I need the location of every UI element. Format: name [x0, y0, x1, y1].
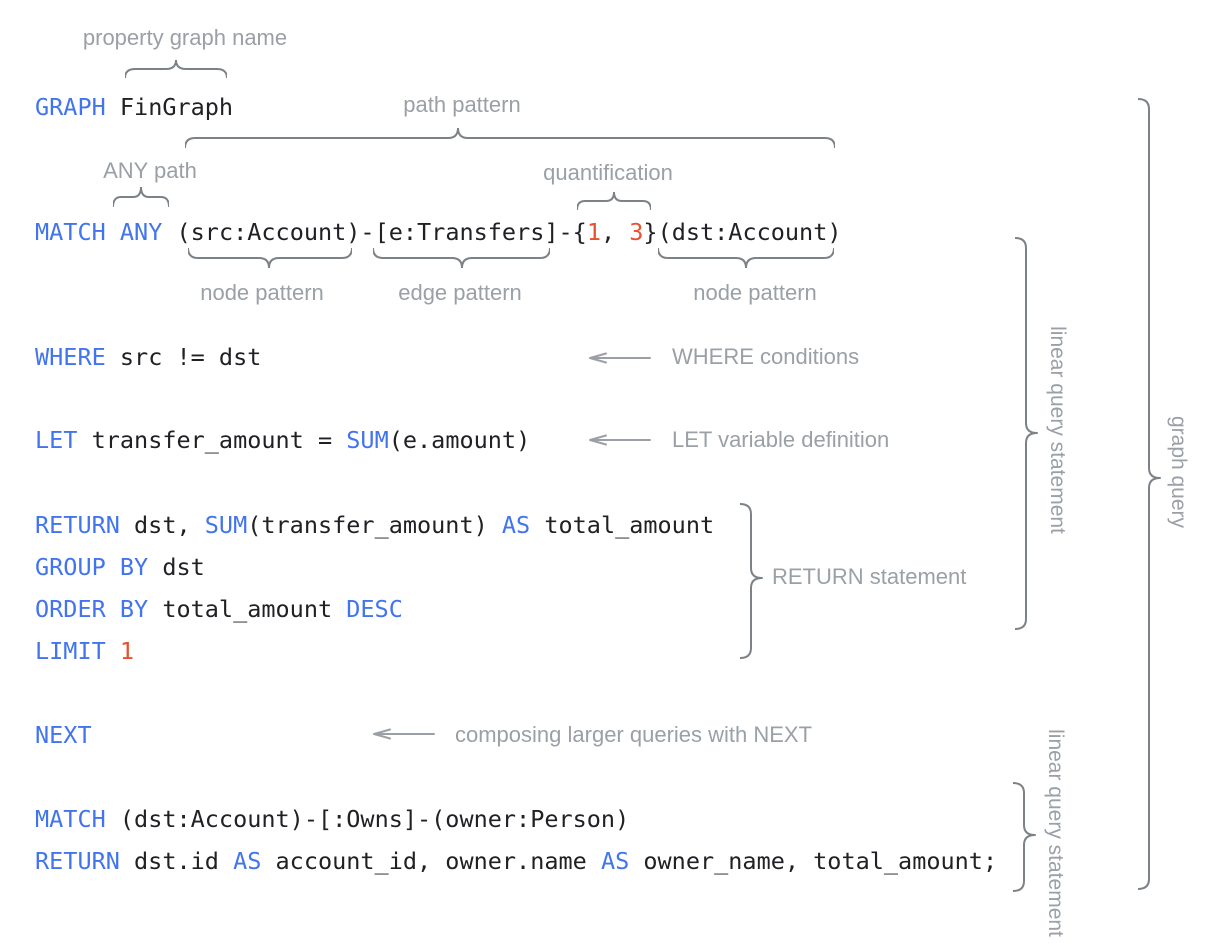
code-token: MATCH [35, 218, 106, 246]
left-arrow-icon [373, 728, 435, 740]
label-linear-query-statement-2: linear query statement [1044, 729, 1067, 937]
label-return-statement: RETURN statement [772, 564, 967, 589]
brace-edge-pattern [373, 248, 550, 268]
code-token: owner_name, total_amount; [629, 847, 998, 875]
code-token: (dst:Account)-[:Owns]-(owner:Person) [105, 805, 630, 833]
brace-path-pattern [185, 128, 835, 148]
brace-property-graph-name [125, 60, 227, 78]
code-token: RETURN [35, 847, 120, 875]
label-any-path: ANY path [103, 158, 197, 183]
code-line-graph: GRAPH FinGraph [35, 93, 233, 121]
code-token: (src:Account)-[e:Transfers]-{ [162, 218, 587, 246]
code-line-match-path: MATCH ANY (src:Account)-[e:Transfers]-{1… [35, 218, 842, 246]
code-token: ORDER BY [35, 595, 149, 623]
brace-graph-query [1138, 98, 1161, 890]
code-token [106, 637, 120, 665]
code-token: (e.amount) [388, 426, 531, 454]
code-token: SUM [204, 511, 248, 539]
code-token: 1 [586, 218, 601, 246]
brace-quantification [577, 192, 651, 210]
code-token: NEXT [35, 721, 92, 749]
code-token: LIMIT [35, 637, 106, 665]
brace-linear-query-statement-2 [1013, 782, 1036, 892]
code-token: , [600, 218, 630, 246]
code-token: total_amount [148, 595, 347, 623]
code-token: transfer_amount = [77, 426, 347, 454]
label-edge-pattern: edge pattern [398, 280, 522, 305]
label-where-conditions: WHERE conditions [672, 344, 860, 369]
code-line-let: LET transfer_amount = SUM(e.amount) [35, 426, 530, 454]
brace-node-pattern-dst [658, 248, 834, 268]
code-token: (transfer_amount) [247, 511, 502, 539]
code-token: FinGraph [105, 93, 234, 121]
code-token: GROUP BY [35, 553, 149, 581]
code-token: 3 [629, 218, 644, 246]
code-line-return-final: RETURN dst.id AS account_id, owner.name … [35, 847, 997, 875]
code-token: GRAPH [35, 93, 106, 121]
code-token: account_id, owner.name [261, 847, 601, 875]
code-token: dst, [119, 511, 205, 539]
code-token: dst.id [119, 847, 234, 875]
code-token: SUM [346, 426, 389, 454]
left-arrow-icon [589, 352, 651, 364]
label-path-pattern: path pattern [403, 92, 521, 117]
brace-node-pattern-src [188, 248, 352, 268]
code-line-next: NEXT [35, 721, 92, 749]
label-composing-next: composing larger queries with NEXT [455, 722, 813, 747]
code-line-limit: LIMIT 1 [35, 637, 134, 665]
code-line-group-by: GROUP BY dst [35, 553, 205, 581]
brace-return-statement [740, 503, 763, 659]
code-token: ANY [119, 218, 163, 246]
code-token: MATCH [35, 805, 106, 833]
code-line-order-by: ORDER BY total_amount DESC [35, 595, 403, 623]
code-token: AS [233, 847, 262, 875]
label-let-variable-definition: LET variable definition [672, 427, 890, 452]
code-token: src != dst [105, 343, 262, 371]
code-token: RETURN [35, 511, 120, 539]
brace-linear-query-statement-1 [1015, 237, 1038, 630]
code-token [106, 218, 120, 246]
label-property-graph-name: property graph name [82, 25, 288, 50]
code-token: WHERE [35, 343, 106, 371]
label-node-pattern-src: node pattern [200, 280, 324, 305]
code-line-return: RETURN dst, SUM(transfer_amount) AS tota… [35, 511, 714, 539]
code-token: total_amount [530, 511, 715, 539]
code-token: dst [148, 553, 205, 581]
brace-any-path [113, 187, 169, 207]
left-arrow-icon [589, 434, 651, 446]
label-graph-query: graph query [1167, 415, 1190, 529]
label-linear-query-statement-1: linear query statement [1046, 326, 1069, 534]
code-token: DESC [346, 595, 403, 623]
code-token: AS [600, 847, 630, 875]
label-quantification: quantification [543, 160, 673, 185]
code-line-match-owner: MATCH (dst:Account)-[:Owns]-(owner:Perso… [35, 805, 629, 833]
code-token: AS [501, 511, 531, 539]
code-token: }(dst:Account) [643, 218, 842, 246]
label-node-pattern-dst: node pattern [693, 280, 817, 305]
code-token: LET [35, 426, 78, 454]
code-line-where: WHERE src != dst [35, 343, 261, 371]
code-token: 1 [119, 637, 135, 665]
